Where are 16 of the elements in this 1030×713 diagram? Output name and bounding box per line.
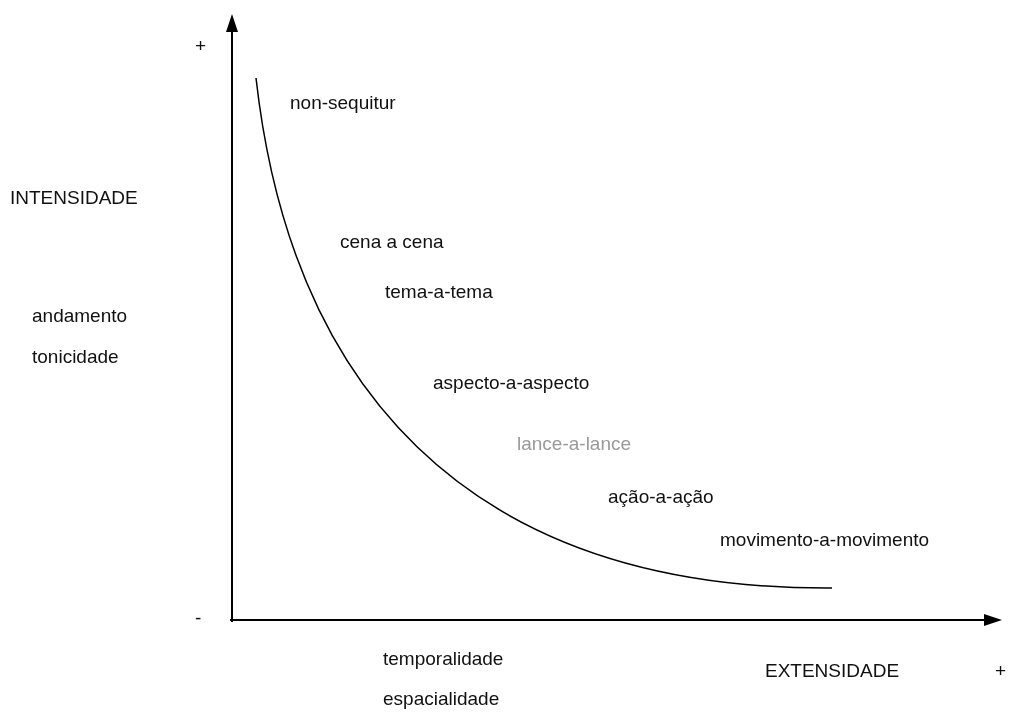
curve-label: lance-a-lance <box>517 433 632 455</box>
curve-label: cena a cena <box>340 231 444 253</box>
axis-sign: + <box>195 35 207 57</box>
axis-label: tonicidade <box>32 346 119 368</box>
curve-label: tema-a-tema <box>385 281 493 303</box>
axis-label: andamento <box>32 305 128 327</box>
curve-label: movimento-a-movimento <box>720 529 930 551</box>
curve-label: aspecto-a-aspecto <box>433 372 590 394</box>
axis-title: EXTENSIDADE <box>765 660 900 682</box>
axis-sign: + <box>995 660 1007 682</box>
curve-label: ação-a-ação <box>608 486 714 508</box>
axis-sign: - <box>195 607 202 629</box>
curve-label: non-sequitur <box>290 92 396 114</box>
axis-label: espacialidade <box>383 688 500 710</box>
axis-label: temporalidade <box>383 648 504 670</box>
axis-title: INTENSIDADE <box>10 187 138 209</box>
